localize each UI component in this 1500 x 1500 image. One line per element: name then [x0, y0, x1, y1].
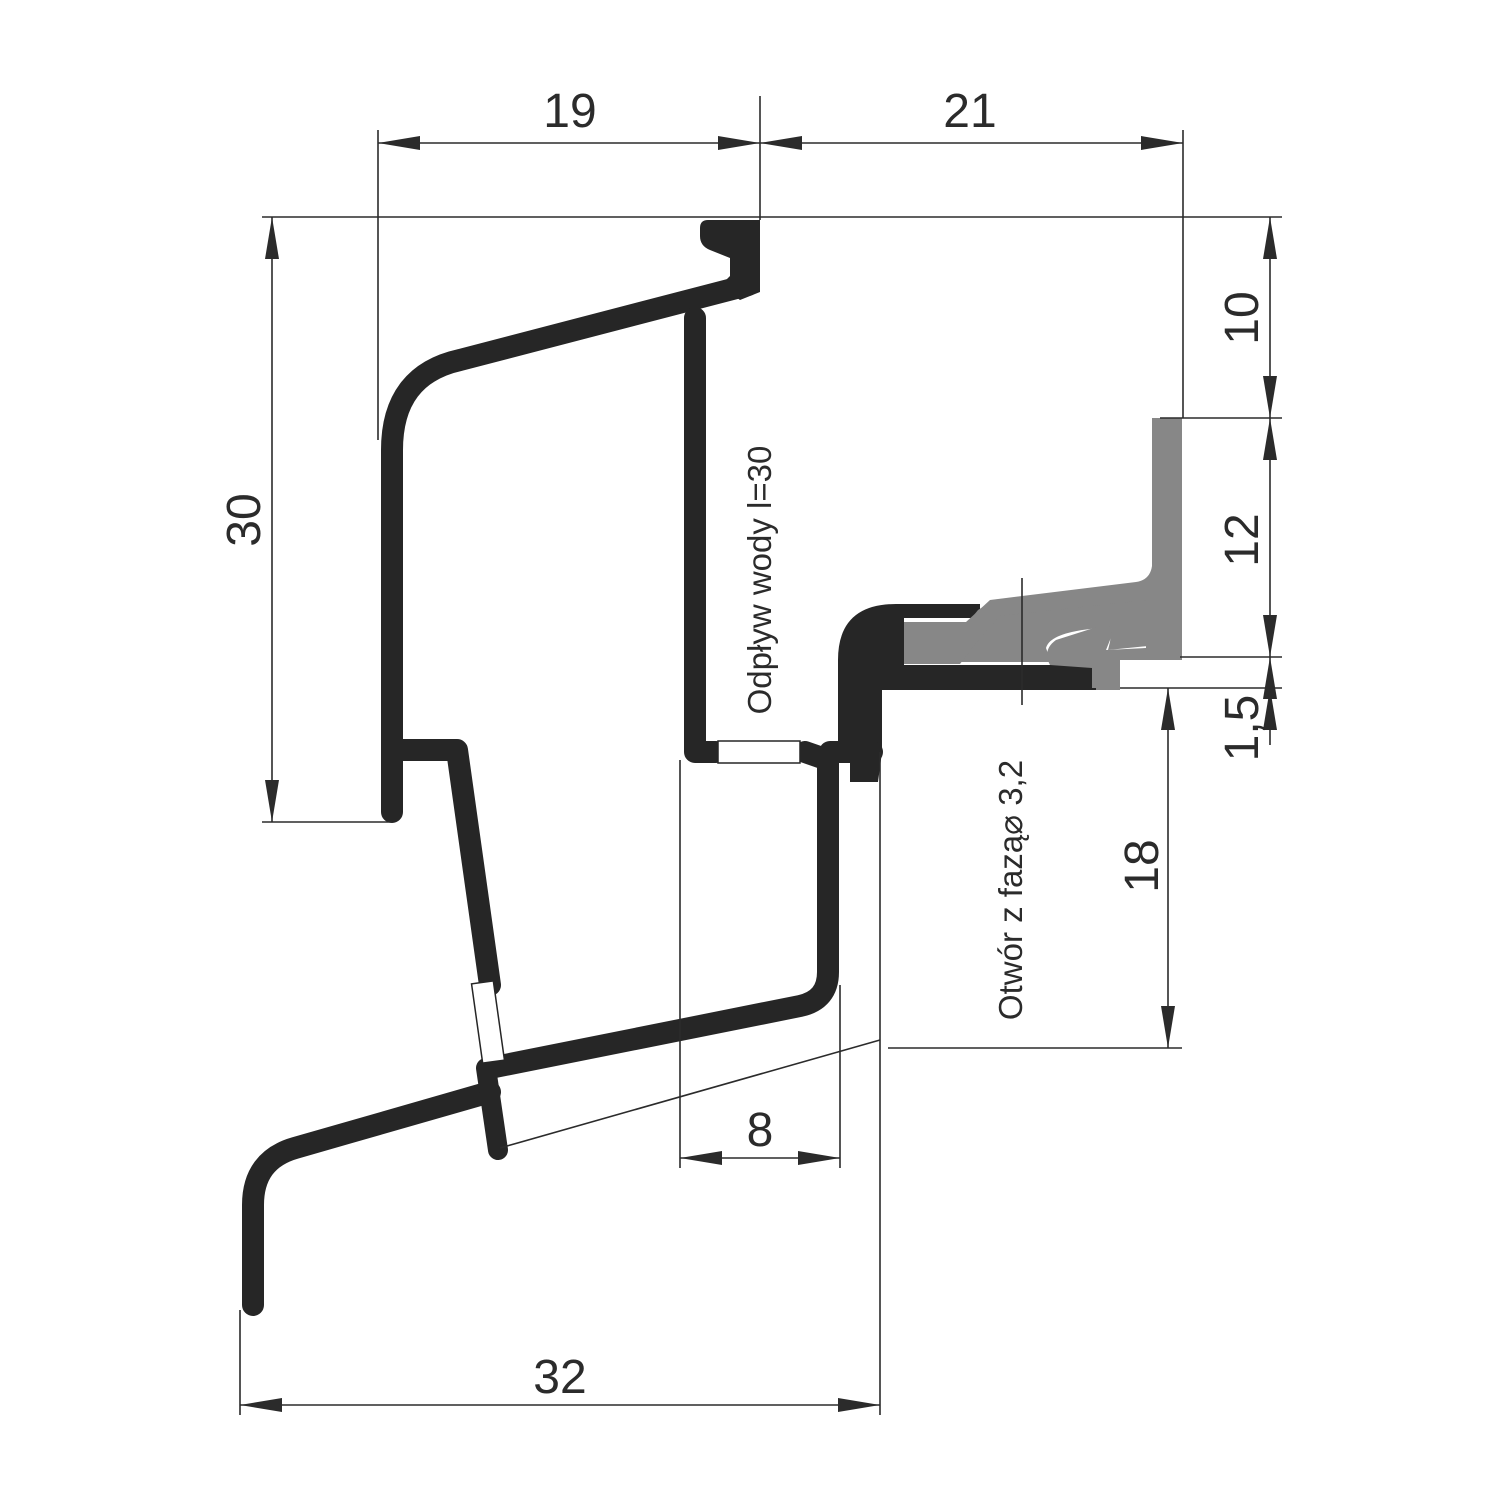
profile-top-hook — [700, 220, 760, 300]
dim-label-18: 18 — [1116, 839, 1169, 892]
profile-inner-wall — [684, 307, 727, 763]
profile-outer-wall — [381, 274, 759, 823]
dim-label-10: 10 — [1216, 291, 1269, 344]
dim-label-21: 21 — [943, 85, 996, 138]
profile-post — [476, 1058, 508, 1160]
drain-slot-vertical — [470, 980, 506, 1064]
aluminium-profile — [242, 220, 1096, 1316]
gasket-main-body — [904, 418, 1182, 688]
profile-drip-leg — [242, 1081, 501, 1316]
water-drain-annotation: Odpływ wody l=30 — [741, 446, 778, 715]
dim-label-19: 19 — [543, 85, 596, 138]
chamfered-hole-annotation: Otwór z fazą⌀ 3,2 — [992, 760, 1029, 1020]
dim-label-12: 12 — [1216, 513, 1269, 566]
dim-label-1-5: 1,5 — [1216, 695, 1269, 762]
dim-label-32: 32 — [533, 1351, 586, 1404]
profile-lower-web — [479, 741, 839, 1079]
profile-gasket-holder — [838, 604, 1096, 782]
drain-slot-horizontal — [717, 740, 801, 764]
dim-label-8: 8 — [747, 1104, 774, 1157]
dimension-lines — [239, 96, 1282, 1415]
dim-label-30: 30 — [218, 493, 271, 546]
profile-shelf — [381, 739, 501, 996]
